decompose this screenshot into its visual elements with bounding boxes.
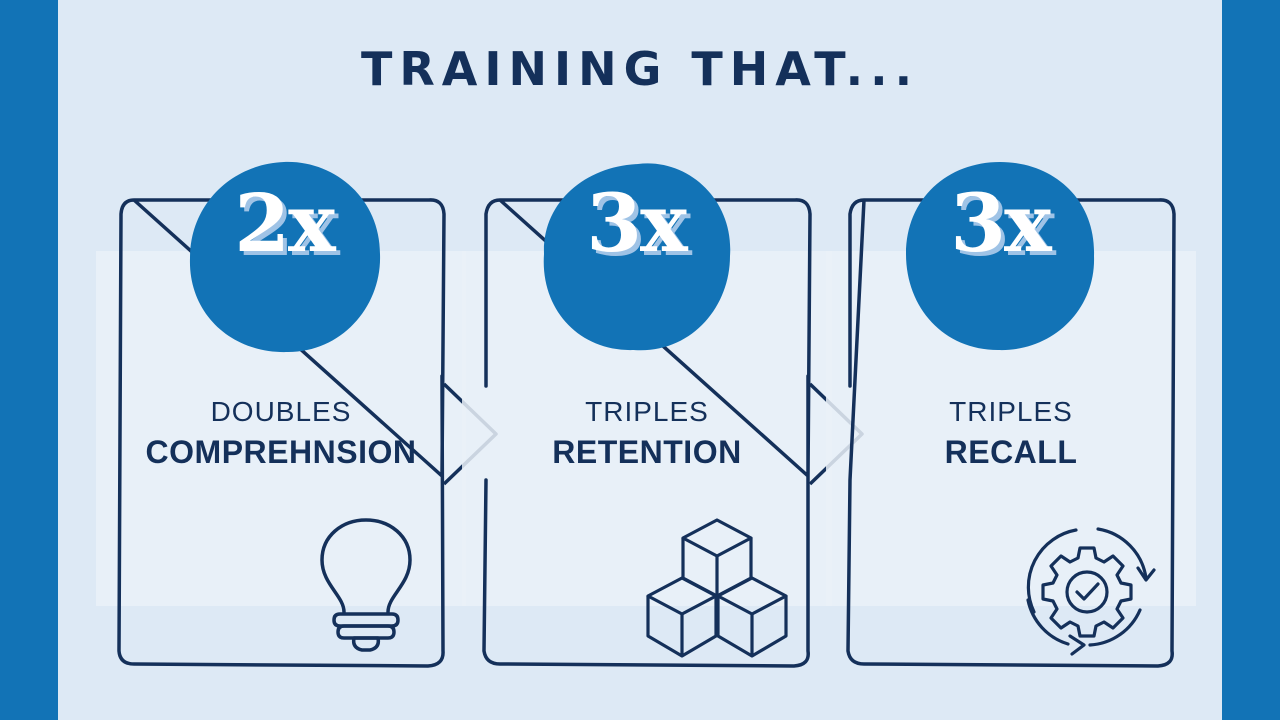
lightbulb-icon (320, 518, 412, 652)
card-benefit: RETENTION (552, 434, 742, 470)
card-benefit: COMPREHNSION (145, 434, 417, 470)
card-benefit: RECALL (944, 434, 1078, 470)
cubes-icon (646, 518, 788, 658)
card-frame (482, 198, 812, 668)
page-title: TRAINING THAT... (360, 42, 920, 96)
multiplier-value: 2x (234, 176, 335, 270)
gear-cycle-check-icon (1026, 527, 1156, 656)
multiplier-value: 3x (950, 176, 1051, 270)
card-verb: TRIPLES (949, 396, 1073, 427)
card-retention: 3x TRIPLES RETENTION (462, 163, 832, 668)
card-verb: DOUBLES (210, 396, 352, 427)
card-verb: TRIPLES (585, 396, 709, 427)
card-frame (846, 198, 1176, 668)
badge-blob-shape (189, 161, 381, 353)
badge-blob-shape (543, 163, 731, 351)
card-frame (117, 198, 446, 668)
multiplier-badge: 3x (900, 156, 1100, 356)
card-recall: 3x TRIPLES RECALL (826, 162, 1196, 668)
card-comprehension: 2x DOUBLES COMPREHNSION (96, 161, 466, 668)
multiplier-badge: 3x (536, 156, 736, 356)
multiplier-badge: 2x (184, 156, 384, 356)
multiplier-value: 3x (586, 176, 687, 270)
badge-blob-shape (906, 162, 1095, 351)
